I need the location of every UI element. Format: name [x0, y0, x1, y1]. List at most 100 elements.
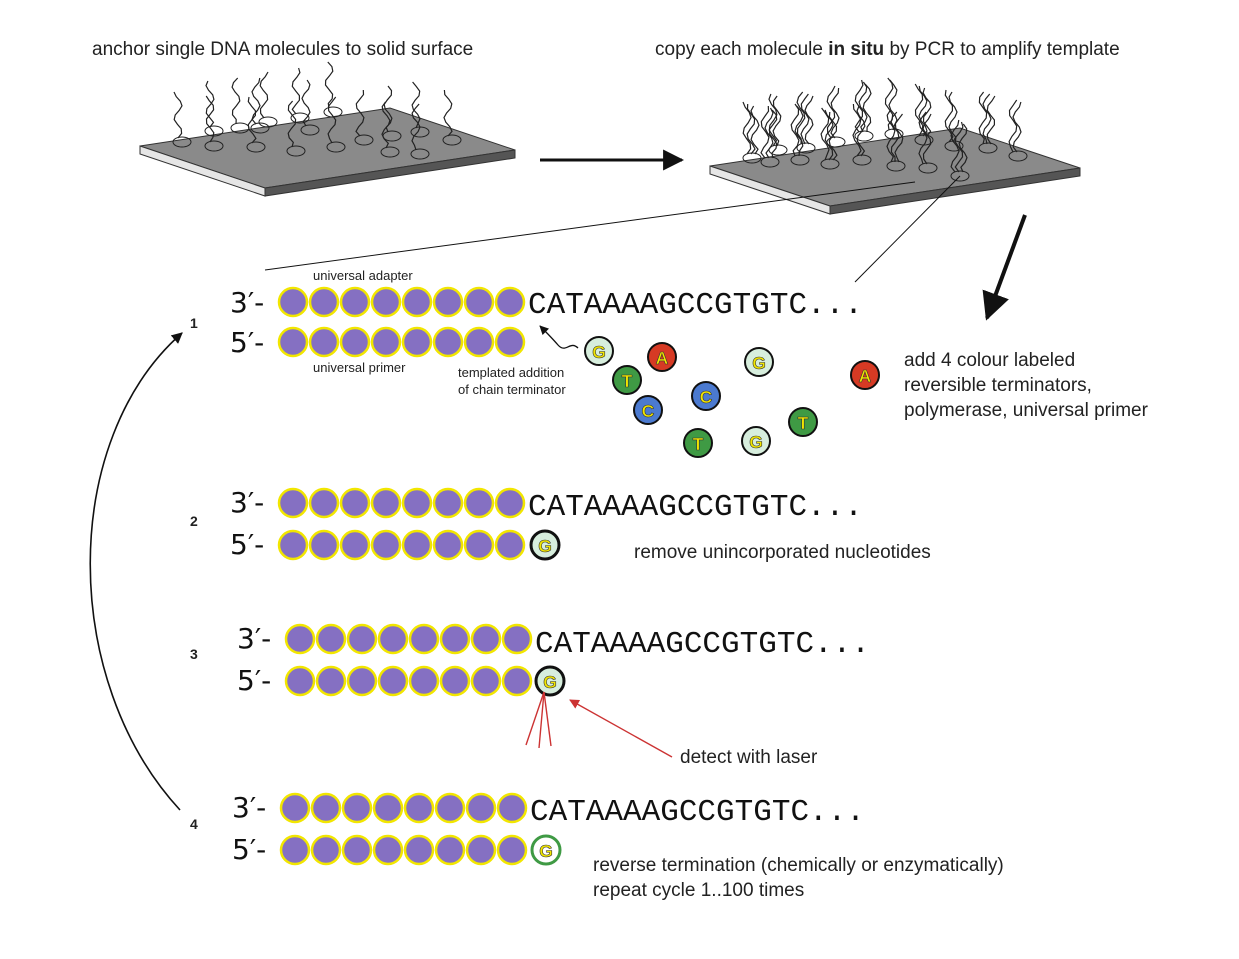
bead — [377, 623, 409, 655]
nucleotide-letter: A — [656, 348, 669, 368]
dna-strand — [856, 105, 866, 157]
incorporated-nucleotide: G — [534, 665, 566, 697]
dna-strand — [948, 91, 958, 143]
bead — [439, 665, 471, 697]
nucleotide-t: T — [788, 407, 818, 437]
laser-beam — [543, 691, 552, 747]
label-universal-adapter: universal adapter — [313, 268, 413, 283]
nucleotide-letter: G — [539, 841, 553, 861]
incorporated-nucleotide: G — [530, 834, 562, 866]
bead — [279, 834, 311, 866]
bead — [432, 326, 464, 358]
dna-strand — [251, 77, 261, 125]
dna-strand — [291, 67, 301, 115]
nucleotide-letter: C — [700, 387, 713, 407]
nucleotide-letter: T — [798, 413, 809, 433]
nucleotide-letter: G — [592, 342, 606, 362]
label-templated-addition-1: templated addition — [458, 365, 564, 380]
step-number: 2 — [190, 513, 198, 529]
nucleotide-g: G — [534, 665, 566, 697]
nucleotide-letter: T — [693, 434, 704, 454]
nucleotide-disc — [530, 834, 562, 866]
nucleotide-t: T — [612, 365, 642, 395]
bead — [315, 623, 347, 655]
adapter-beads — [284, 623, 533, 655]
anchor-spot — [246, 141, 266, 153]
step-number: 4 — [190, 816, 198, 832]
dna-strand — [978, 91, 988, 145]
bead — [434, 834, 466, 866]
dna-strand — [922, 113, 932, 165]
laser-beam — [538, 691, 545, 749]
dna-strand — [804, 95, 814, 145]
adapter-beads — [279, 792, 528, 824]
template-sequence: CATAAAAGCCGTGTC... — [530, 795, 865, 830]
bead — [341, 792, 373, 824]
bead — [408, 665, 440, 697]
bead — [346, 665, 378, 697]
bead — [370, 487, 402, 519]
bead — [308, 529, 340, 561]
anchor-spot — [172, 136, 192, 148]
dna-strand — [800, 93, 810, 145]
slide-anchored — [139, 61, 516, 197]
bead — [432, 487, 464, 519]
dna-strand — [301, 79, 311, 127]
adapter-beads — [277, 487, 526, 519]
dna-strand — [760, 105, 770, 159]
label-detect: detect with laser — [680, 747, 818, 768]
bead — [401, 326, 433, 358]
dna-strand — [247, 96, 257, 144]
end-3-prime: 3′- — [230, 486, 264, 519]
label-add-2: reversible terminators, — [904, 375, 1092, 396]
nucleotide-disc — [850, 360, 880, 390]
dna-strand — [890, 111, 900, 162]
primer-beads — [277, 326, 526, 358]
end-5-prime: 5′- — [237, 664, 271, 697]
bead — [377, 665, 409, 697]
anchor-spot — [854, 130, 874, 142]
anchor-spot — [1008, 150, 1028, 162]
bead — [372, 834, 404, 866]
dna-strand — [794, 105, 804, 157]
anchor-spot — [950, 170, 970, 182]
nucleotide-letter: C — [642, 401, 655, 421]
dna-strand — [772, 95, 782, 147]
caption-copy-pre: copy each molecule — [655, 39, 828, 60]
bead — [277, 286, 309, 318]
bead — [496, 834, 528, 866]
anchor-spot — [442, 134, 462, 146]
bead — [279, 792, 311, 824]
label-add-1: add 4 colour labeled — [904, 350, 1075, 371]
anchor-spot — [300, 124, 320, 136]
dna-strand — [259, 71, 269, 119]
dna-strand — [958, 123, 968, 173]
bead — [463, 529, 495, 561]
nucleotide-a: A — [647, 342, 677, 372]
bead — [463, 487, 495, 519]
nucleotide-disc — [584, 336, 614, 366]
anchor-spot — [918, 162, 938, 174]
bead — [439, 623, 471, 655]
primer-beads — [279, 834, 528, 866]
bead — [501, 623, 533, 655]
end-3-prime: 3′- — [230, 286, 264, 319]
slide-2-edge — [829, 167, 1081, 215]
dna-strand — [173, 91, 183, 139]
bead — [496, 792, 528, 824]
nucleotide-disc — [788, 407, 818, 437]
bead — [284, 623, 316, 655]
bead — [310, 792, 342, 824]
nucleotide-disc — [534, 665, 566, 697]
bead — [494, 529, 526, 561]
incorporated-nucleotide: G — [529, 529, 561, 561]
dna-strand — [854, 79, 864, 133]
label-reverse-2: repeat cycle 1..100 times — [593, 880, 804, 901]
nucleotide-letter: G — [538, 536, 552, 556]
template-sequence: CATAAAAGCCGTGTC... — [535, 627, 870, 662]
bead — [465, 792, 497, 824]
primer-beads — [284, 665, 533, 697]
dna-strand — [918, 111, 928, 165]
nucleotide-disc — [529, 529, 561, 561]
nucleotide-g: G — [744, 347, 774, 377]
